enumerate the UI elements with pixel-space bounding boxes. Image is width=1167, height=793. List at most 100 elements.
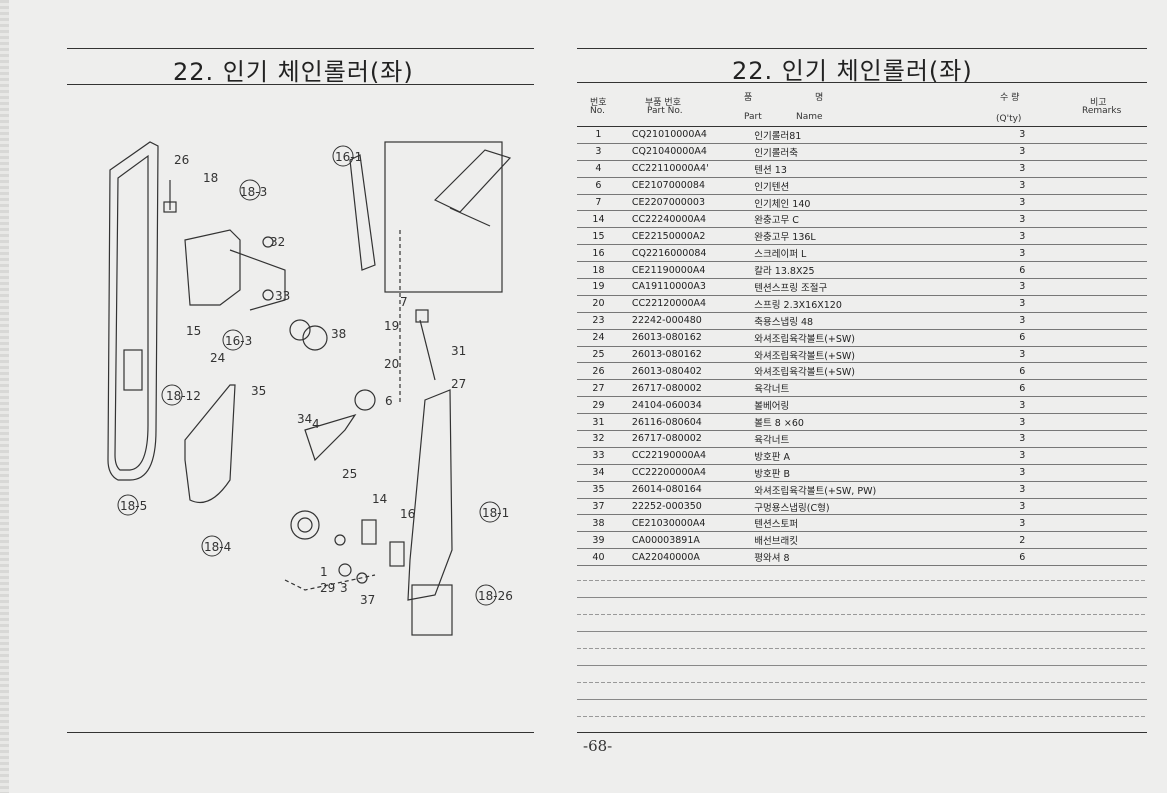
row-qty: 3 xyxy=(998,278,1047,296)
row-part-name: 볼트 8 ×60 xyxy=(754,413,998,432)
callout-18-1: 18-1 xyxy=(482,506,509,520)
row-no: 40 xyxy=(577,548,620,567)
row-part-name: 와셔조립육각볼트(+SW) xyxy=(754,362,998,381)
right-bottom-rule xyxy=(577,732,1147,733)
row-qty: 6 xyxy=(998,329,1047,347)
header-no-ko: 번호 xyxy=(590,98,607,108)
callout-32: 32 xyxy=(270,235,285,249)
row-qty: 3 xyxy=(998,481,1047,499)
row-qty: 3 xyxy=(998,498,1047,516)
row-part-no: CA00003891A xyxy=(619,531,755,550)
callout-7: 7 xyxy=(400,295,408,309)
row-part-no: 26116-080604 xyxy=(619,413,755,432)
row-no: 20 xyxy=(577,295,620,313)
row-qty: 2 xyxy=(998,531,1047,550)
blank-row-line xyxy=(577,699,1147,700)
callout-18-4: 18-4 xyxy=(204,540,231,554)
row-no: 3 xyxy=(577,143,620,161)
row-part-no: CE21190000A4 xyxy=(619,261,755,280)
row-part-name: 완충고무 C xyxy=(754,210,998,229)
row-part-no: CC22200000A4 xyxy=(619,464,755,482)
row-no: 23 xyxy=(577,312,620,330)
row-part-no: CQ21010000A4 xyxy=(619,127,755,144)
row-no: 6 xyxy=(577,177,620,195)
row-remarks xyxy=(1046,514,1147,533)
row-part-name: 구멍용스냅링(C형) xyxy=(754,498,998,516)
callout-31: 31 xyxy=(451,344,466,358)
row-qty: 3 xyxy=(998,312,1047,330)
row-part-name: 육각너트 xyxy=(754,379,998,398)
callout-29: 29 xyxy=(320,581,335,595)
left-top-rule xyxy=(67,48,534,49)
row-no: 29 xyxy=(577,396,620,415)
row-qty: 3 xyxy=(998,447,1047,465)
callout-18: 18 xyxy=(203,171,218,185)
callout-33: 33 xyxy=(275,289,290,303)
callout-6: 6 xyxy=(385,394,393,408)
callout-1: 1 xyxy=(320,565,328,579)
row-part-no: 26717-080002 xyxy=(619,379,755,398)
row-no: 31 xyxy=(577,413,620,432)
row-remarks xyxy=(1046,295,1147,313)
row-remarks xyxy=(1046,278,1147,296)
row-remarks xyxy=(1046,210,1147,229)
row-no: 24 xyxy=(577,329,620,347)
row-remarks xyxy=(1046,379,1147,398)
row-remarks xyxy=(1046,531,1147,550)
left-page-title: 22. 인기 체인롤러(좌) xyxy=(173,58,414,86)
row-part-name: 칼라 13.8X25 xyxy=(754,261,998,280)
row-part-no: 22242-000480 xyxy=(619,312,755,330)
row-no: 18 xyxy=(577,261,620,280)
row-qty: 3 xyxy=(998,396,1047,415)
row-qty: 3 xyxy=(998,127,1047,144)
callout-38: 38 xyxy=(331,327,346,341)
row-qty: 6 xyxy=(998,261,1047,280)
row-no: 26 xyxy=(577,362,620,381)
row-part-name: 텐션스토퍼 xyxy=(754,514,998,533)
parts-exploded-diagram: 26 18 18-3 16-1 32 33 15 16-3 24 38 19 2… xyxy=(107,141,513,636)
row-part-no: CC22190000A4 xyxy=(619,447,755,465)
row-remarks xyxy=(1046,127,1147,144)
row-qty: 3 xyxy=(998,430,1047,448)
row-remarks xyxy=(1046,548,1147,567)
row-qty: 3 xyxy=(998,514,1047,533)
row-no: 25 xyxy=(577,346,620,364)
row-remarks xyxy=(1046,143,1147,161)
row-qty: 3 xyxy=(998,194,1047,212)
row-remarks xyxy=(1046,362,1147,381)
row-part-name: 텐션 13 xyxy=(754,160,998,178)
header-name-ko-2: 명 xyxy=(815,93,824,103)
roller-sprocket xyxy=(290,510,320,540)
row-remarks xyxy=(1046,481,1147,499)
row-qty: 3 xyxy=(998,244,1047,263)
row-qty: 3 xyxy=(998,177,1047,195)
row-remarks xyxy=(1046,312,1147,330)
row-remarks xyxy=(1046,160,1147,178)
row-qty: 3 xyxy=(998,295,1047,313)
row-part-no: CC22110000A4' xyxy=(619,160,755,178)
callout-35: 35 xyxy=(251,384,266,398)
row-remarks xyxy=(1046,464,1147,482)
callout-14: 14 xyxy=(372,492,387,506)
callout-16-1: 16-1 xyxy=(335,150,362,164)
callout-37: 37 xyxy=(360,593,375,607)
row-part-name: 인기체인 140 xyxy=(754,194,998,212)
lower-bracket xyxy=(184,384,236,504)
